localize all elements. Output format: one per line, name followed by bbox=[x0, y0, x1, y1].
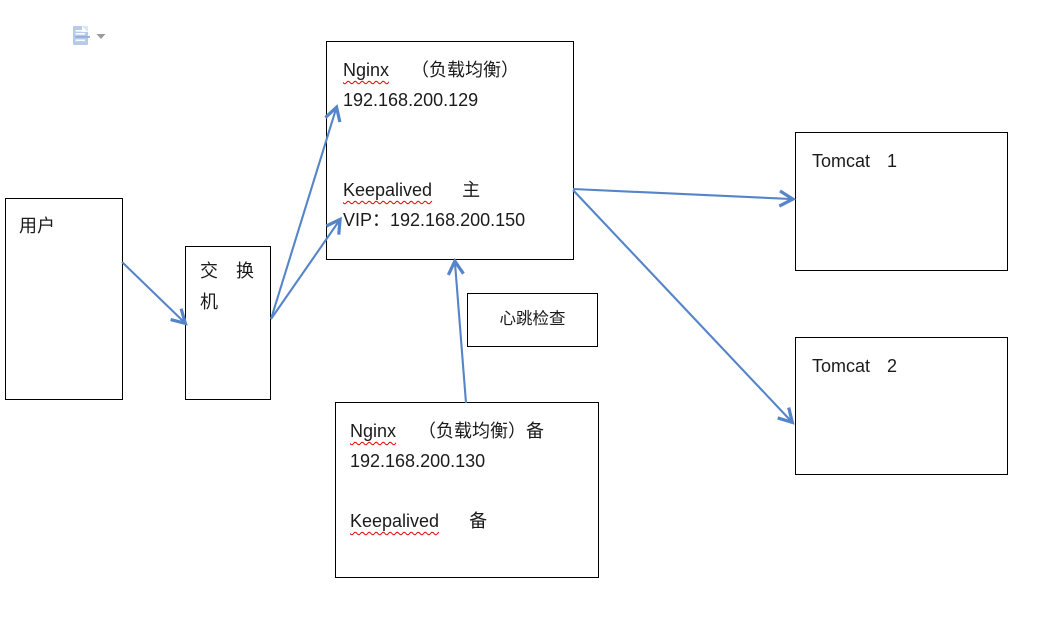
nginx-master-title-en: Nginx bbox=[343, 60, 390, 80]
connector-nginx-backup-heartbeat-to-master[interactable] bbox=[446, 257, 468, 404]
tomcat2-name: Tomcat bbox=[812, 356, 871, 376]
nginx-master-title: Nginx （负载均衡） bbox=[343, 55, 573, 85]
node-switch[interactable]: 交 换 机 bbox=[185, 246, 271, 400]
nginx-backup-role: 备 bbox=[469, 511, 488, 531]
paste-options-button[interactable] bbox=[70, 23, 112, 49]
nginx-master-keepalived-line: Keepalived 主 bbox=[343, 175, 573, 205]
chevron-down-icon[interactable] bbox=[95, 32, 107, 44]
nginx-master-title-cn: （负载均衡） bbox=[411, 60, 520, 80]
node-switch-label-line1: 交 换 bbox=[200, 261, 254, 281]
blank-lines bbox=[343, 115, 573, 175]
heartbeat-label: 心跳检查 bbox=[499, 310, 566, 328]
node-tomcat-2[interactable]: Tomcat 2 bbox=[795, 337, 1008, 475]
blank-line bbox=[350, 476, 598, 506]
nginx-master-vip: VIP：192.168.200.150 bbox=[343, 210, 526, 230]
node-user-label: 用户 bbox=[19, 216, 55, 236]
node-tomcat-1[interactable]: Tomcat 1 bbox=[795, 132, 1008, 271]
node-heartbeat-check[interactable]: 心跳检查 bbox=[467, 293, 598, 347]
nginx-backup-title-cn: （负载均衡）备 bbox=[418, 421, 545, 441]
clipboard-paste-icon bbox=[73, 26, 90, 45]
nginx-master-ip: 192.168.200.129 bbox=[343, 90, 479, 110]
nginx-backup-keepalived: Keepalived bbox=[350, 511, 440, 531]
nginx-backup-ip: 192.168.200.130 bbox=[350, 451, 486, 471]
tomcat1-number: 1 bbox=[887, 151, 898, 171]
connector-user-to-switch[interactable] bbox=[121, 261, 188, 326]
node-nginx-backup[interactable]: Nginx （负载均衡）备 192.168.200.130 Keepalived 备 bbox=[335, 402, 599, 578]
node-switch-label-line2: 机 bbox=[200, 292, 218, 312]
nginx-backup-title: Nginx （负载均衡）备 bbox=[350, 416, 598, 446]
nginx-master-role: 主 bbox=[462, 180, 481, 200]
tomcat2-number: 2 bbox=[887, 356, 898, 376]
node-user[interactable]: 用户 bbox=[5, 198, 123, 400]
nginx-master-keepalived: Keepalived bbox=[343, 180, 433, 200]
connector-nginx-master-to-tomcat1[interactable] bbox=[572, 187, 797, 208]
nginx-backup-title-en: Nginx bbox=[350, 421, 397, 441]
nginx-backup-keepalived-line: Keepalived 备 bbox=[350, 506, 598, 536]
connector-nginx-master-to-tomcat2[interactable] bbox=[572, 189, 795, 425]
tomcat1-name: Tomcat bbox=[812, 151, 871, 171]
